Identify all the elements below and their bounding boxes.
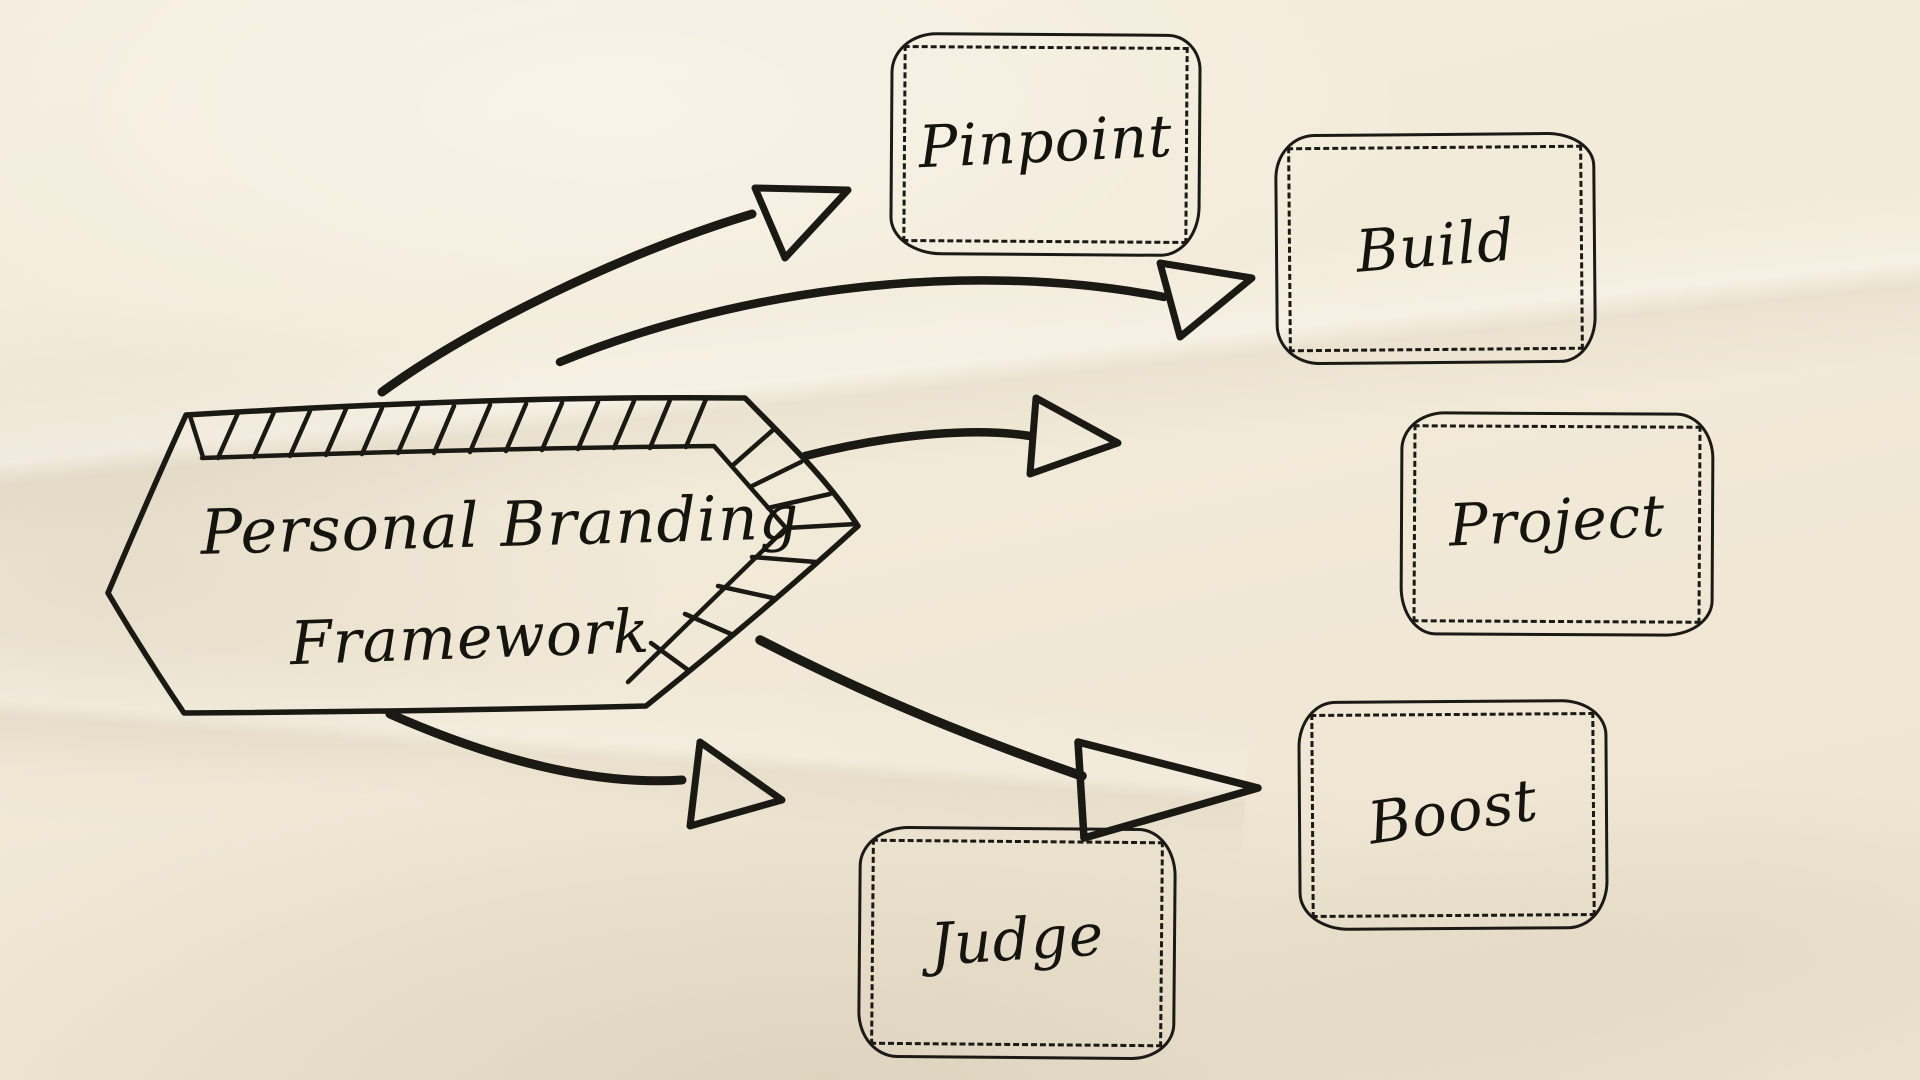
hexagon-band-hatch-top bbox=[215, 396, 709, 461]
hexagon-outline bbox=[105, 394, 861, 716]
node-pinpoint: Pinpoint bbox=[889, 31, 1202, 258]
arrow-judge bbox=[385, 709, 687, 786]
node-project-label: Project bbox=[1447, 481, 1667, 560]
node-boost: Boost bbox=[1297, 698, 1609, 932]
hexagon-band-left-cap bbox=[187, 413, 206, 460]
arrowhead-pinpoint bbox=[751, 184, 852, 262]
center-node-title-line1: Personal Branding bbox=[199, 480, 801, 569]
arrow-pinpoint bbox=[377, 209, 757, 397]
hexagon-band-hatch-lower-right bbox=[648, 554, 819, 673]
arrow-project bbox=[800, 428, 1035, 461]
center-node-title-line2: Framework bbox=[288, 596, 652, 680]
hexagon-band-inner-line bbox=[199, 443, 789, 685]
node-project: Project bbox=[1399, 411, 1715, 637]
arrowhead-judge bbox=[686, 738, 786, 830]
arrow-build bbox=[555, 276, 1169, 367]
node-build: Build bbox=[1273, 131, 1598, 366]
node-judge: Judge bbox=[856, 825, 1178, 1061]
arrow-boost bbox=[755, 635, 1087, 781]
arrowhead-build bbox=[1156, 259, 1256, 341]
hexagon-band-hatch-upper-right bbox=[729, 427, 859, 531]
arrowhead-project bbox=[1026, 394, 1122, 478]
node-pinpoint-label: Pinpoint bbox=[917, 101, 1175, 181]
arrowhead-boost bbox=[1074, 738, 1262, 842]
